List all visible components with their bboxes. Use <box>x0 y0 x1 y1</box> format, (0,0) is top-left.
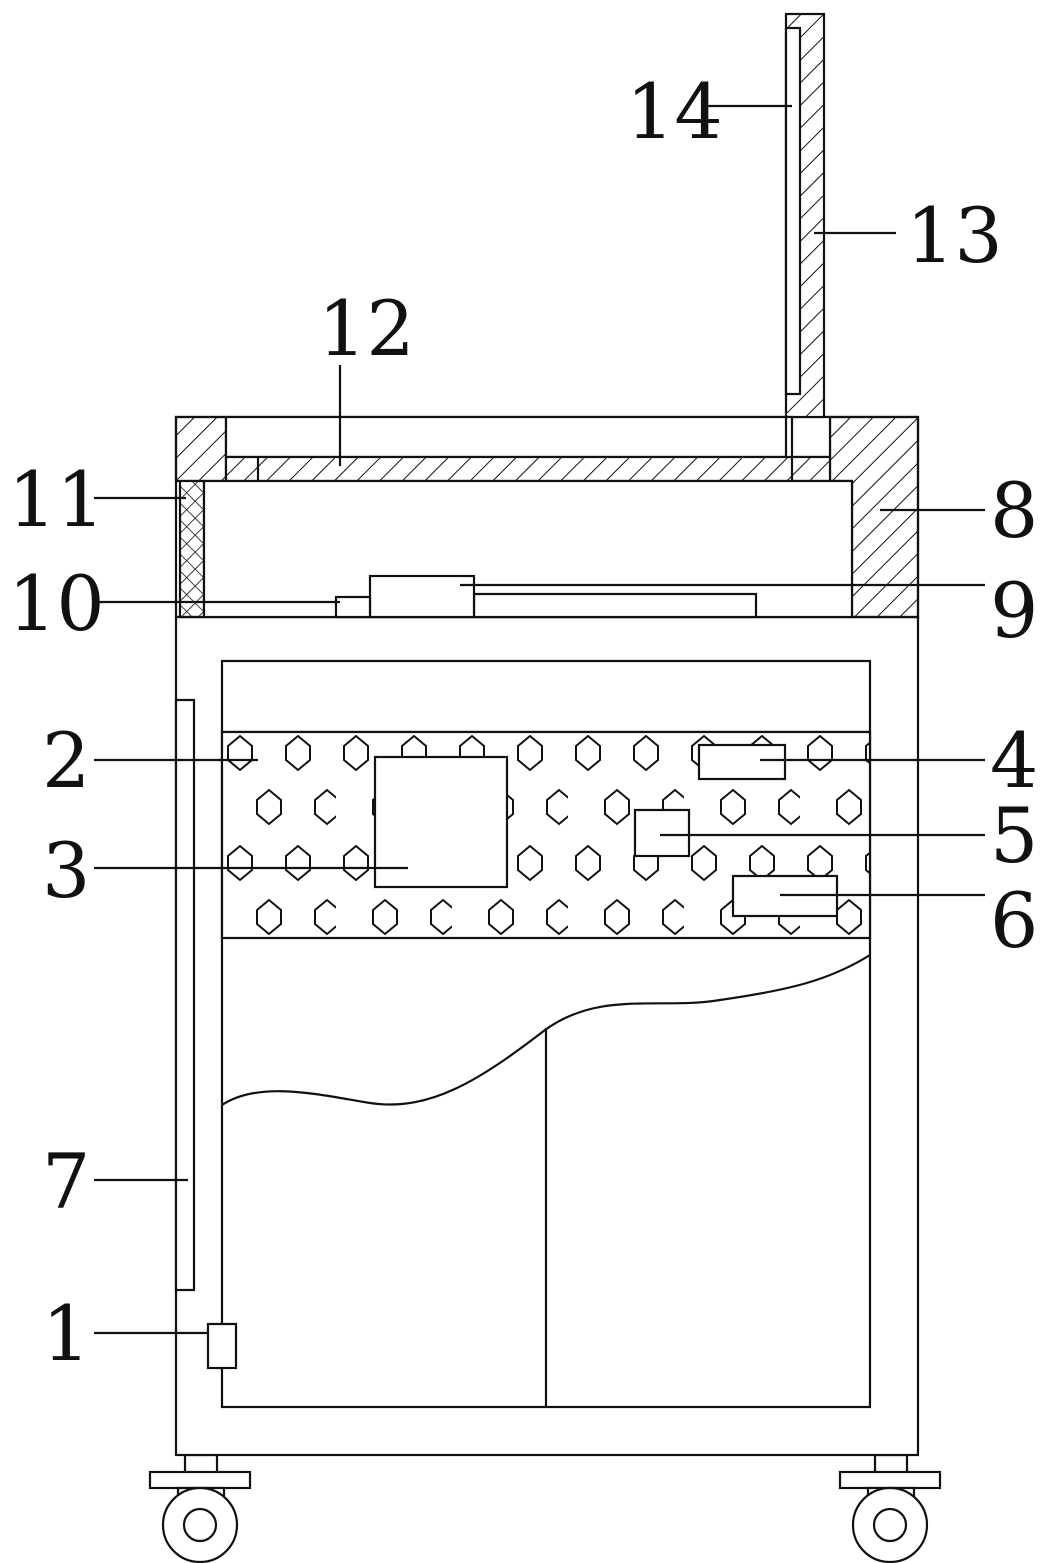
callout-2: 2 <box>42 716 90 805</box>
callout-6: 6 <box>990 876 1038 965</box>
slide-rail <box>472 592 758 619</box>
door-lock <box>206 1322 238 1370</box>
callout-13: 13 <box>906 191 1003 280</box>
callout-8: 8 <box>990 466 1038 555</box>
side-post <box>178 479 206 619</box>
control-box <box>373 755 509 889</box>
callout-7: 7 <box>42 1137 90 1226</box>
callout-10: 10 <box>8 559 105 648</box>
door-handle <box>174 698 196 1292</box>
drive-motor <box>368 574 476 619</box>
callout-9: 9 <box>990 566 1038 655</box>
callout-4: 4 <box>990 716 1038 805</box>
right-caster <box>838 1453 942 1563</box>
callout-11: 11 <box>8 455 105 544</box>
top-lid <box>224 455 832 483</box>
callout-14: 14 <box>626 67 723 156</box>
module-4 <box>697 743 787 781</box>
motor-shaft <box>334 595 372 619</box>
callout-3: 3 <box>42 826 90 915</box>
callout-1: 1 <box>42 1289 90 1378</box>
display-panel <box>784 26 802 396</box>
left-caster <box>148 1453 252 1563</box>
callout-12: 12 <box>318 284 415 373</box>
leader-lines <box>94 104 985 1335</box>
callout-5: 5 <box>990 791 1038 880</box>
module-5 <box>633 808 691 858</box>
